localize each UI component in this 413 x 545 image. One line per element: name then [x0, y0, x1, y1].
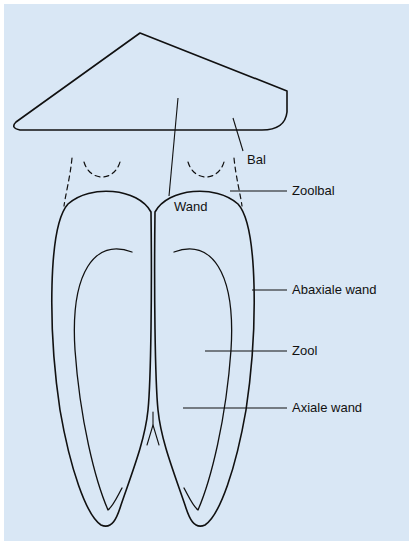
- part-label: Zool: [292, 343, 317, 359]
- claw-illustration: [4, 4, 409, 541]
- panel: BalWand ZoolbalAbaxiale wandZoolAxiale wa…: [4, 4, 409, 541]
- part-label: Zoolbal: [292, 183, 335, 199]
- part-label: Axiale wand: [292, 400, 362, 416]
- part-label: Abaxiale wand: [292, 282, 377, 298]
- part-label: Bal: [247, 152, 266, 168]
- part-label: Wand: [174, 199, 207, 215]
